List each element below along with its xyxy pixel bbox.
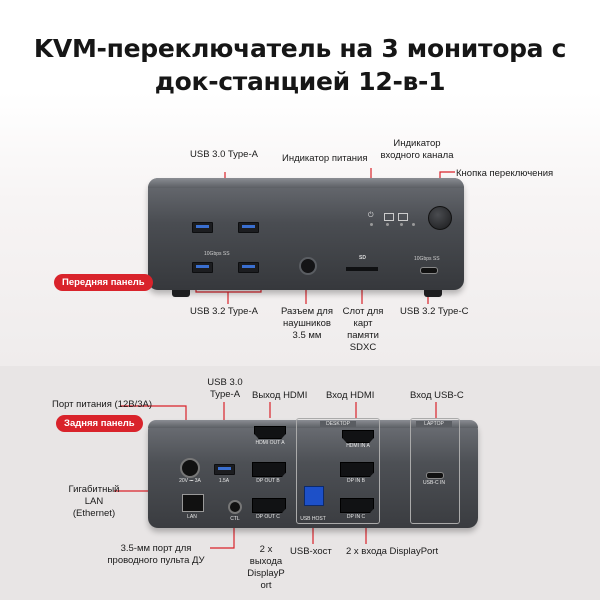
input-led-3 <box>412 223 415 226</box>
hdmi-in-a-port <box>342 430 374 443</box>
dp-out-c-port <box>252 498 286 513</box>
label-headphone-line1: Разъем для <box>281 306 333 317</box>
label-lan-line2: LAN <box>84 496 104 507</box>
label-usb30-front: USB 3.0 Type-A <box>190 149 258 160</box>
laptop-group-label: LAPTOP <box>416 421 452 427</box>
label-sd-slot: Слот для карт памяти SDXC <box>340 306 386 354</box>
front-panel-device: 10Gbps SS SD 10Gbps SS ⏻ <box>148 178 464 290</box>
page-title: KVM-переключатель на 3 монитора с док-ст… <box>0 32 600 98</box>
device-back-top-edge <box>148 420 478 428</box>
label-dp-out-line3: DisplayP <box>247 568 285 579</box>
dp-in-b-port <box>340 462 374 477</box>
usb-host-port <box>304 486 324 506</box>
label-headphone-line3: 3.5 мм <box>292 330 322 341</box>
title-line-1: KVM-переключатель на 3 монитора с <box>33 34 567 63</box>
dc-power-jack <box>180 458 200 478</box>
power-icon: ⏻ <box>368 212 374 219</box>
label-hdmi-in: Вход HDMI <box>326 390 375 401</box>
label-power-indicator: Индикатор питания <box>282 153 368 164</box>
label-usb-host: USB-хост <box>290 546 332 557</box>
usb32-port-1 <box>192 262 213 273</box>
dp-out-b-port <box>252 462 286 477</box>
label-back-usb30: USB 3.0 Type-A <box>200 377 250 401</box>
usb30-port-2 <box>238 222 259 233</box>
sd-logo: SD <box>359 255 366 261</box>
hdmi-in-a-label: HDMI IN A <box>346 443 370 449</box>
label-sd-line3: памяти <box>347 330 379 341</box>
label-switch-button: Кнопка переключения <box>456 168 554 179</box>
device-top-edge <box>148 178 464 188</box>
label-lan-line3: (Ethernet) <box>72 508 116 519</box>
switch-button[interactable] <box>428 206 452 230</box>
label-lan: Гигабитный LAN (Ethernet) <box>64 484 124 520</box>
usb-c-port <box>420 267 438 274</box>
lan-label: LAN <box>187 514 197 520</box>
back-panel-badge: Задняя панель <box>56 415 143 432</box>
label-input-indicator-line1: Индикатор <box>393 138 441 149</box>
device-foot-left <box>172 290 190 297</box>
label-dp-in: 2 х входа DisplayPort <box>346 546 439 557</box>
label-usb32c: USB 3.2 Type-C <box>400 306 469 317</box>
ctl-label: CTL <box>230 516 240 522</box>
dp-in-c-port <box>340 498 374 513</box>
lan-port <box>182 494 204 512</box>
input-led-1 <box>386 223 389 226</box>
label-remote-line1: 3.5-мм порт для <box>120 543 192 554</box>
label-sd-line4: SDXC <box>349 342 377 353</box>
desktop-group-label: DESKTOP <box>320 421 356 427</box>
label-sd-line2: карт <box>353 318 373 329</box>
front-panel-badge: Передняя панель <box>54 274 153 291</box>
label-remote: 3.5-мм порт для проводного пульта ДУ <box>96 543 216 567</box>
back-usb30-port <box>214 464 235 475</box>
label-dp-out: 2 х выхода DisplayP ort <box>242 544 290 592</box>
usb-host-label: USB HOST <box>300 516 326 522</box>
label-dp-out-line1: 2 х <box>259 544 273 555</box>
dp-out-b-label: DP OUT B <box>256 478 280 484</box>
label-back-usb30-line2: Type-A <box>209 389 241 400</box>
usb-c-speed-label: 10Gbps SS <box>414 256 440 262</box>
dp-in-c-label: DP IN C <box>346 514 366 520</box>
desktop-group-frame <box>296 418 380 524</box>
label-input-indicator: Индикатор входного канала <box>372 138 462 162</box>
back-panel-device: 20V ⎓ 3A 1.5A LAN CTL HDMI OUT A DP OUT … <box>148 418 478 528</box>
label-usb32a: USB 3.2 Type-A <box>190 306 258 317</box>
label-power-port: Порт питания (12В/3А) <box>52 399 152 410</box>
label-headphone-line2: наушников <box>283 318 331 329</box>
dc-power-label: 20V ⎓ 3A <box>179 478 201 484</box>
input-led-2 <box>400 223 403 226</box>
sd-slot <box>346 267 378 271</box>
device-foot-right <box>424 290 442 297</box>
dp-out-c-label: DP OUT C <box>256 514 280 520</box>
power-led <box>370 223 373 226</box>
usb-c-in-label: USB-C IN <box>423 480 445 486</box>
laptop-icon <box>398 213 408 221</box>
desktop-icon <box>384 213 394 221</box>
label-remote-line2: проводного пульта ДУ <box>107 555 205 566</box>
label-lan-line1: Гигабитный <box>68 484 120 495</box>
dp-in-b-label: DP IN B <box>347 478 365 484</box>
label-headphone: Разъем для наушников 3.5 мм <box>276 306 338 342</box>
usb-c-in-port <box>426 472 444 479</box>
laptop-group-frame <box>410 418 460 524</box>
label-input-indicator-line2: входного канала <box>380 150 454 161</box>
usb32-port-2 <box>238 262 259 273</box>
headphone-jack <box>299 257 317 275</box>
usb30-port-1 <box>192 222 213 233</box>
back-usb-label: 1.5A <box>218 478 230 484</box>
ctl-jack <box>228 500 242 514</box>
label-sd-line1: Слот для <box>342 306 384 317</box>
label-usbc-in: Вход USB-C <box>410 390 464 401</box>
label-hdmi-out: Выход HDMI <box>252 390 308 401</box>
label-dp-out-line4: ort <box>260 580 272 591</box>
label-back-usb30-line1: USB 3.0 <box>207 377 243 388</box>
title-line-2: док-станцией 12-в-1 <box>154 67 446 96</box>
hdmi-out-a-label: HDMI OUT A <box>255 440 285 446</box>
label-dp-out-line2: выхода <box>249 556 283 567</box>
usb-speed-label: 10Gbps SS <box>204 251 230 257</box>
hdmi-out-a-port <box>254 426 286 439</box>
